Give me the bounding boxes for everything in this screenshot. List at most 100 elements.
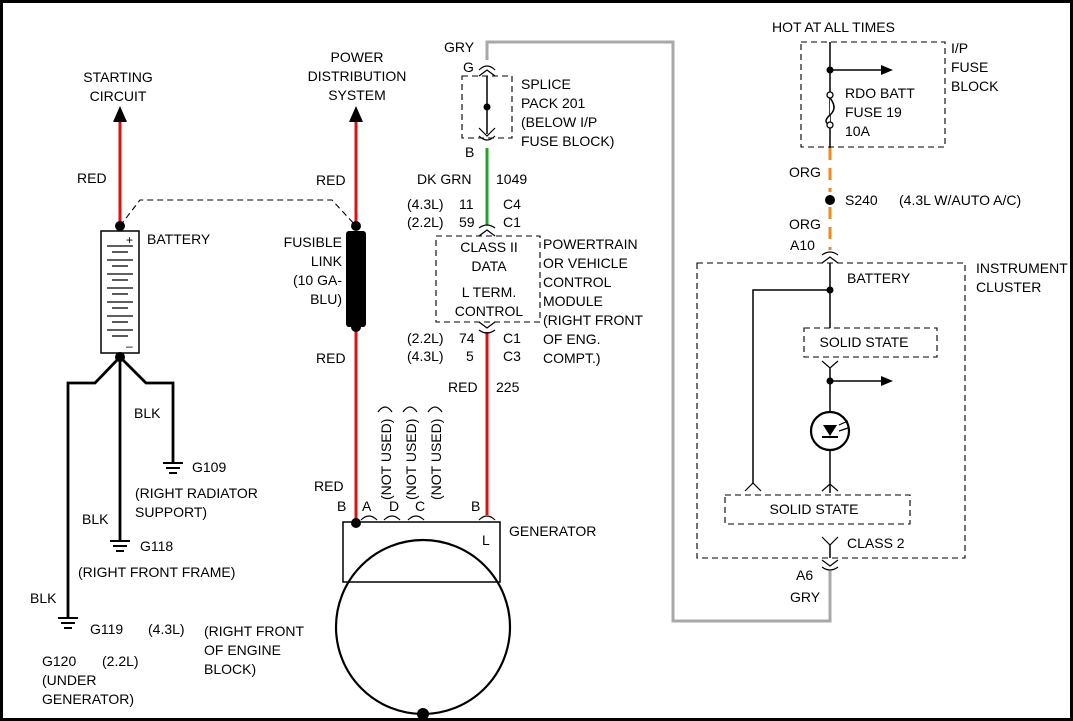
label-gen-pin-l: L <box>482 532 490 548</box>
ip-fuse-block-box <box>800 41 946 148</box>
label-splice-1: SPLICE <box>521 76 571 92</box>
a6-chevron <box>821 559 839 567</box>
label-red-fusible-out: RED <box>316 350 346 366</box>
label-pds-2: DISTRIBUTION <box>308 68 407 84</box>
label-not-used-a: (NOT USED) <box>378 419 394 500</box>
label-blk-g119: BLK <box>30 590 57 606</box>
connector-b-chevron <box>478 127 496 137</box>
label-fusible-4: BLU) <box>310 291 342 307</box>
label-fusible-2: LINK <box>311 253 343 269</box>
label-a6: A6 <box>796 567 813 583</box>
label-fuse-1: RDO BATT <box>845 85 915 101</box>
label-pin-59: 59 <box>459 214 475 230</box>
label-g109-desc-1: (RIGHT RADIATOR <box>135 485 258 501</box>
label-pin-b-splice: B <box>465 144 474 160</box>
arrow-right-icon <box>881 376 893 386</box>
generator-bottom-dot <box>417 708 429 720</box>
label-engine-22-top: (2.2L) <box>407 214 444 230</box>
battery-link-dashed <box>119 199 357 227</box>
ic-battery-chevron-inner <box>821 256 839 264</box>
solid-state-box-2 <box>724 494 911 525</box>
label-connector-c4: C4 <box>503 196 521 212</box>
label-ip-3: BLOCK <box>951 78 999 94</box>
battery-minus-sign: – <box>126 339 133 353</box>
label-hot-at-all-times: HOT AT ALL TIMES <box>772 19 895 35</box>
gen-pin-c-chevron <box>407 515 425 521</box>
label-org-lower: ORG <box>789 216 821 232</box>
label-class-2: CLASS 2 <box>847 535 905 551</box>
label-red-starting: RED <box>77 170 107 186</box>
ground-wire-g109 <box>119 356 175 462</box>
label-s240: S240 <box>845 192 878 208</box>
label-pcm-5: (RIGHT FRONT <box>543 312 644 328</box>
label-a10: A10 <box>790 237 815 253</box>
gen-pin-a-chevron <box>360 515 378 521</box>
fuse-node-bottom <box>826 121 834 129</box>
label-org-upper: ORG <box>789 164 821 180</box>
label-g120-desc-2: GENERATOR) <box>42 691 134 707</box>
gen-pin-d-chevron <box>383 515 401 521</box>
label-pcm-7: COMPT.) <box>543 350 601 366</box>
notused-chevron-1 <box>377 406 393 413</box>
label-lterm-2: CONTROL <box>455 303 524 319</box>
label-red-gen: RED <box>314 478 344 494</box>
label-splice-4: FUSE BLOCK) <box>521 133 614 149</box>
label-engine-43-top: (4.3L) <box>407 196 444 212</box>
label-instrument-2: CLUSTER <box>976 279 1041 295</box>
label-ip-2: FUSE <box>951 59 988 75</box>
label-gry-bottom: GRY <box>790 589 821 605</box>
label-fusible-1: FUSIBLE <box>284 234 342 250</box>
battery-symbol <box>100 230 140 354</box>
ground-symbol-g118 <box>110 540 130 552</box>
label-class2-data-2: DATA <box>471 258 507 274</box>
notused-chevron-2 <box>402 406 418 413</box>
label-starting-2: CIRCUIT <box>90 88 147 104</box>
fuse-node-top <box>826 91 834 99</box>
notused-chevron-3 <box>427 406 443 413</box>
pcm-connector-bottom <box>478 321 496 329</box>
ss1-out-chevron <box>821 360 839 369</box>
label-ip-1: I/P <box>951 40 968 56</box>
label-lterm-1: L TERM. <box>462 284 516 300</box>
label-gry-top: GRY <box>444 39 475 55</box>
label-g109: G109 <box>192 459 226 475</box>
class2-chevron <box>821 536 839 546</box>
label-solid-state-2: SOLID STATE <box>770 501 859 517</box>
label-pin-5: 5 <box>466 348 474 364</box>
arrow-up-icon <box>349 106 363 122</box>
label-engine-43-bot: (4.3L) <box>407 348 444 364</box>
label-dk-grn: DK GRN <box>417 171 471 187</box>
label-battery: BATTERY <box>147 231 211 247</box>
label-red-pds: RED <box>316 172 346 188</box>
ground-wire-g119 <box>66 356 122 617</box>
ss2-in-chevron <box>821 483 839 492</box>
ic-branch-chevron <box>744 482 762 492</box>
label-pcm-2: OR VEHICLE <box>543 255 628 271</box>
gen-pin-b2-chevron <box>478 515 496 521</box>
label-blk-g118: BLK <box>82 511 109 527</box>
label-pin-g: G <box>463 59 474 75</box>
connector-g-chevron <box>478 65 496 71</box>
label-pcm-6: OF ENG. <box>543 331 601 347</box>
label-connector-c1-top: C1 <box>503 214 521 230</box>
label-g118: G118 <box>140 538 173 554</box>
connector-g-chevron-inner <box>478 69 496 77</box>
ic-battery-chevron <box>821 251 839 256</box>
label-g119-desc-2: OF ENGINE <box>204 642 281 658</box>
label-g109-desc-2: SUPPORT) <box>135 504 207 520</box>
led-ray-2 <box>838 427 849 432</box>
label-pin-74: 74 <box>459 330 475 346</box>
label-g120-engine: (2.2L) <box>102 653 139 669</box>
label-generator: GENERATOR <box>509 523 596 539</box>
label-class2-data-1: CLASS II <box>460 239 518 255</box>
label-connector-c3: C3 <box>503 348 521 364</box>
label-instrument-1: INSTRUMENT <box>976 260 1068 276</box>
label-pds-3: SYSTEM <box>328 87 386 103</box>
label-g119: G119 <box>90 621 123 637</box>
label-not-used-d: (NOT USED) <box>403 419 419 500</box>
label-s240-desc: (4.3L W/AUTO A/C) <box>899 192 1021 208</box>
label-g119-desc-3: BLOCK) <box>204 661 256 677</box>
generator-connector-body <box>342 521 501 583</box>
pcm-box <box>435 235 541 323</box>
label-g120: G120 <box>42 653 76 669</box>
